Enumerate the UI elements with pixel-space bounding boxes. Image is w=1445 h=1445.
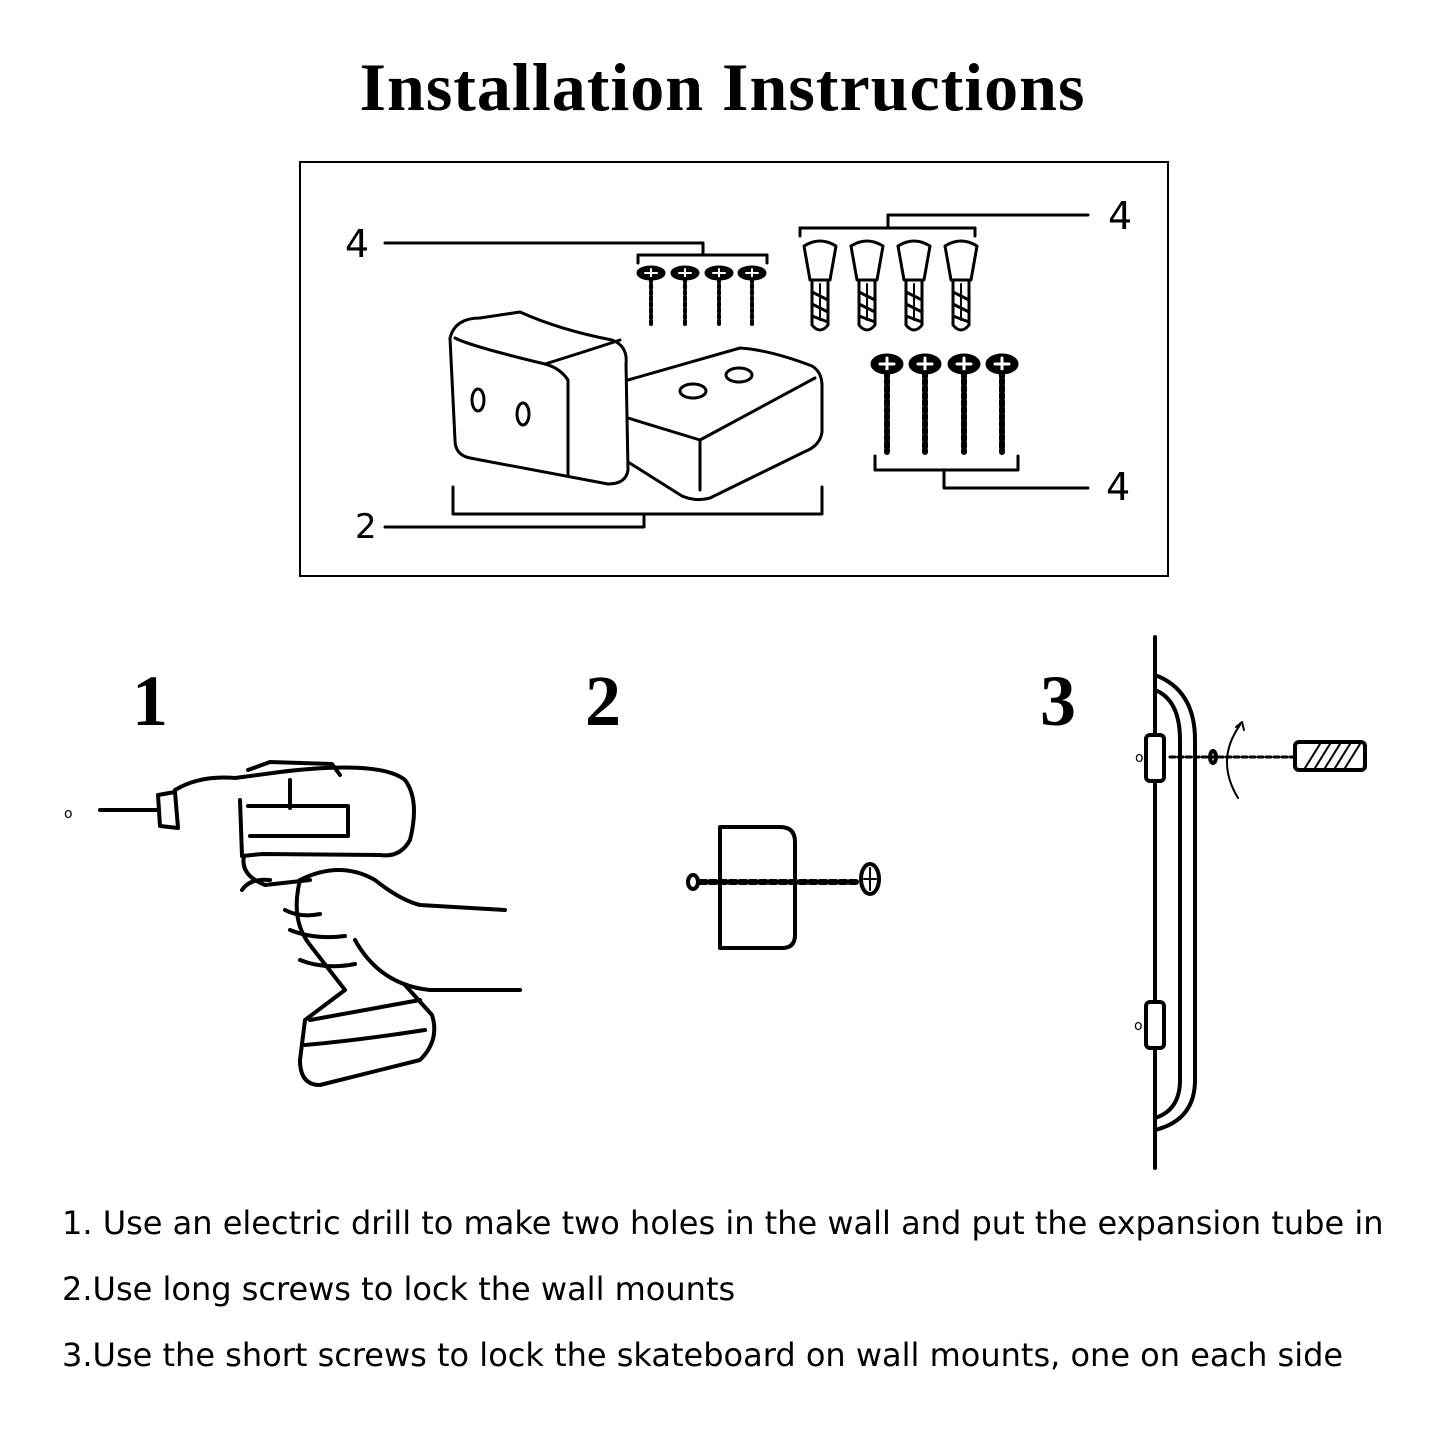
instruction-2: 2.Use long screws to lock the wall mount… [62, 1270, 736, 1308]
parts-box [299, 161, 1169, 577]
anchors-qty: 4 [1108, 194, 1133, 238]
long-screws-icon [870, 355, 1090, 490]
short-screws-qty: 4 [345, 222, 370, 266]
step-2-number: 2 [585, 661, 621, 741]
skateboard-mount-icon: o o [1134, 635, 1367, 1170]
svg-text:o: o [64, 806, 73, 822]
mount-screw-icon [686, 825, 881, 950]
svg-text:o: o [1135, 750, 1144, 766]
instruction-3: 3.Use the short screws to lock the skate… [62, 1336, 1344, 1374]
wall-mount-blocks-icon [383, 310, 824, 529]
step-1-number: 1 [132, 661, 168, 741]
page-title: Installation Instructions [359, 49, 1086, 125]
long-screws-qty: 4 [1106, 465, 1131, 509]
svg-text:o: o [1134, 1018, 1143, 1034]
drill-icon: o [64, 760, 522, 1087]
short-screws-icon [383, 241, 769, 327]
anchors-icon [798, 213, 1090, 332]
instruction-1: 1. Use an electric drill to make two hol… [62, 1204, 1384, 1242]
instructions-list: 1. Use an electric drill to make two hol… [62, 1190, 1432, 1388]
step-3-number: 3 [1040, 661, 1076, 741]
mounts-qty: 2 [355, 507, 377, 547]
